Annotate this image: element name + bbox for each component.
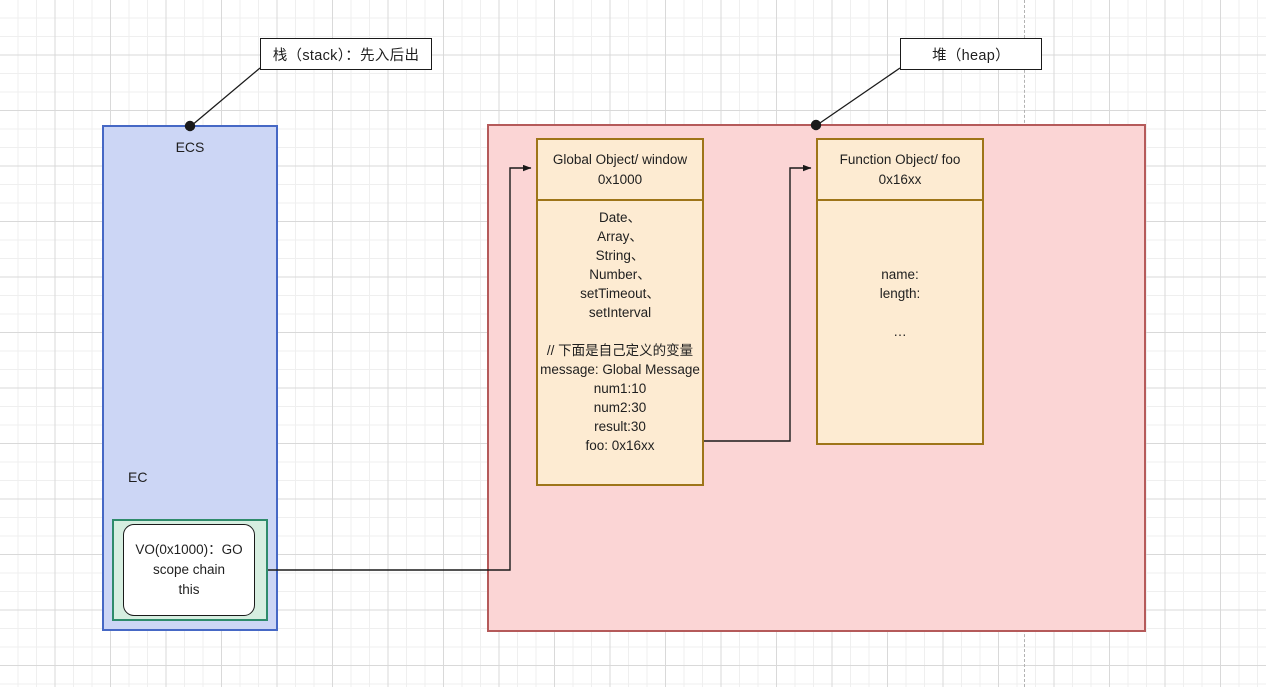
function-object-body: name: length: … [818, 265, 982, 341]
function-property-name: name: [881, 267, 919, 282]
function-object-address: 0x16xx [878, 171, 922, 187]
property-num2: num2:30 [593, 400, 647, 415]
property-message: message: Global Message [540, 362, 700, 377]
heap-callout-label[interactable]: 堆（heap） [900, 38, 1042, 70]
function-ellipsis: … [893, 324, 907, 339]
function-object-box[interactable]: Function Object/ foo 0x16xx name: length… [816, 138, 984, 445]
builtin-2: String、 [595, 248, 645, 263]
user-vars-comment: // 下面是自己定义的变量 [546, 343, 694, 358]
ec-label: EC [128, 469, 148, 485]
vo-line-1: VO(0x1000)：GO [135, 542, 243, 557]
property-num1: num1:10 [593, 381, 647, 396]
builtin-4: setTimeout、 [580, 286, 660, 301]
property-result: result:30 [594, 419, 646, 434]
stack-callout-label[interactable]: 栈（stack）：先入后出 [260, 38, 432, 70]
global-object-title: Global Object/ window [552, 151, 688, 167]
global-object-box[interactable]: Global Object/ window 0x1000 Date、 Array… [536, 138, 704, 486]
heap-callout-text: 堆（heap） [932, 47, 1010, 64]
stack-callout-text: 栈（stack）：先入后出 [272, 47, 420, 64]
stack-callout-leader [190, 67, 261, 127]
vo-line-3: this [178, 582, 200, 597]
vo-line-2: scope chain [152, 562, 226, 577]
builtin-3: Number、 [589, 267, 651, 282]
global-object-address: 0x1000 [597, 171, 643, 187]
function-property-length: length: [879, 286, 921, 301]
builtin-0: Date、 [598, 210, 642, 225]
global-object-header: Global Object/ window 0x1000 [538, 140, 702, 201]
heap-callout-leader [816, 67, 901, 126]
function-object-header: Function Object/ foo 0x16xx [818, 140, 982, 201]
builtin-5: setInterval [588, 305, 652, 320]
builtin-1: Array、 [597, 229, 643, 244]
body-spacer [538, 322, 702, 341]
global-object-body: Date、 Array、 String、 Number、 setTimeout、… [538, 208, 702, 455]
ecs-label: ECS [175, 139, 205, 155]
function-body-spacer [818, 303, 982, 322]
variable-object-box[interactable]: VO(0x1000)：GO scope chain this [123, 524, 255, 616]
property-foo: foo: 0x16xx [585, 438, 655, 453]
function-object-title: Function Object/ foo [839, 151, 961, 167]
